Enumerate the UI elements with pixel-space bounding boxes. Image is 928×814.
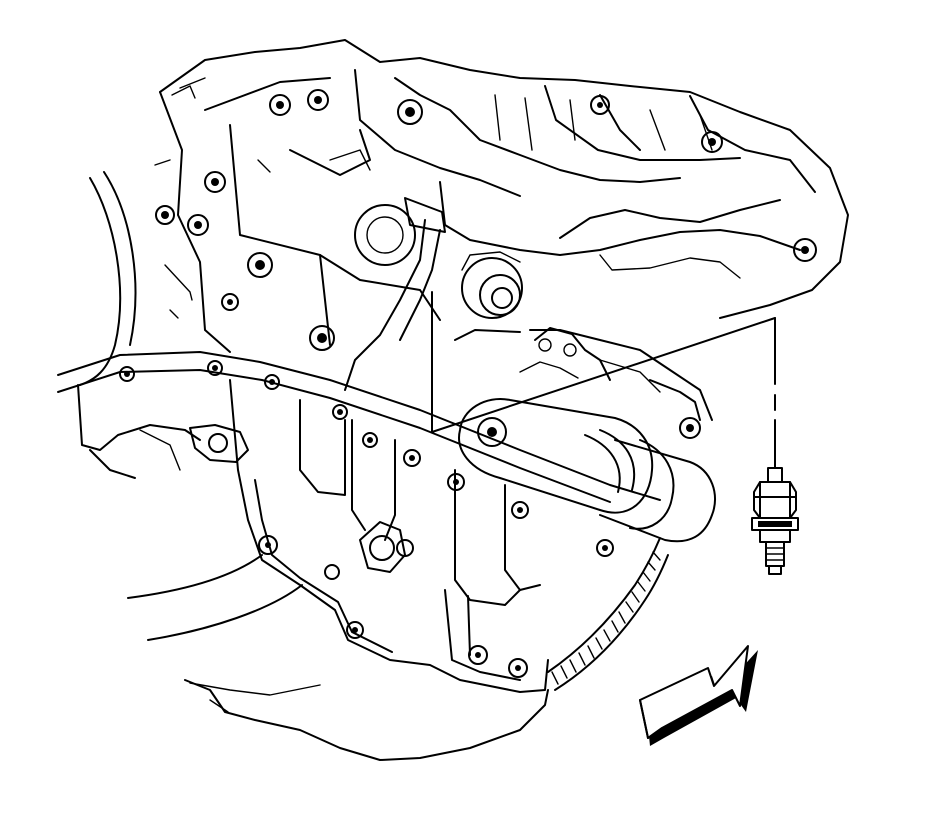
pan-bolt bbox=[362, 432, 378, 448]
starter-motor bbox=[454, 327, 716, 557]
pan-bolt bbox=[447, 473, 465, 491]
pan-bolt bbox=[508, 658, 528, 678]
pan-bolt bbox=[258, 535, 278, 555]
pan-bolt bbox=[332, 404, 348, 420]
bolt-head bbox=[307, 89, 329, 111]
bolt-head bbox=[590, 95, 610, 115]
bolt-head bbox=[309, 325, 335, 351]
pan-bolt bbox=[207, 360, 223, 376]
callout-leader bbox=[431, 291, 776, 469]
bolt-head bbox=[204, 171, 226, 193]
knock-sensor-part bbox=[751, 467, 799, 575]
pan-bolt bbox=[346, 621, 364, 639]
bolt-head bbox=[397, 99, 423, 125]
bolt-head bbox=[221, 293, 239, 311]
bolt-head bbox=[247, 252, 273, 278]
bolt-head bbox=[269, 94, 291, 116]
engine-block bbox=[154, 39, 849, 391]
direction-arrow-icon bbox=[639, 645, 758, 746]
pan-bolt bbox=[119, 366, 135, 382]
bolt-head bbox=[187, 214, 209, 236]
pan-bolt bbox=[511, 501, 529, 519]
drain-plug bbox=[359, 521, 414, 573]
flywheel-housing bbox=[79, 171, 303, 641]
oil-pan bbox=[57, 351, 661, 693]
pan-bolt bbox=[264, 374, 280, 390]
pan-bolt bbox=[324, 564, 340, 580]
lower-shield bbox=[184, 679, 549, 761]
pan-bolt bbox=[403, 449, 421, 467]
bolt-head bbox=[155, 205, 175, 225]
bolt-head bbox=[701, 131, 723, 153]
ring-gear bbox=[547, 537, 669, 691]
pan-bolt bbox=[468, 645, 488, 665]
bolt-head bbox=[793, 238, 817, 262]
